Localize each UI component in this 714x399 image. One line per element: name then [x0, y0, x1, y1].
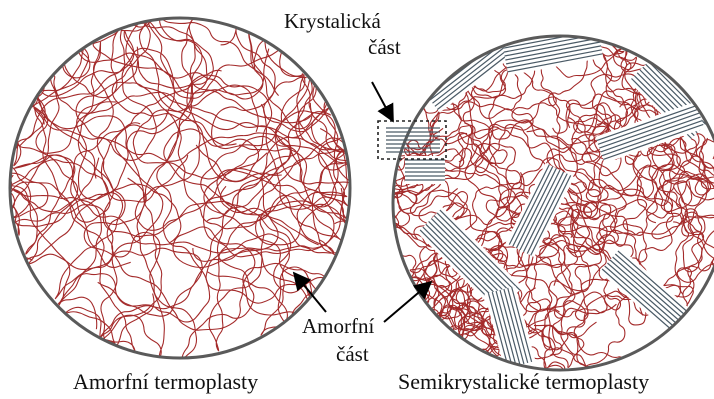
crystalline-region-lamellae: [386, 128, 440, 152]
crystalline-label-line1: Krystalická: [284, 11, 381, 32]
polymer-chain: [17, 193, 203, 346]
amorphous-label-line1: Amorfní: [302, 316, 374, 337]
caption-amorphous-thermoplastics: Amorfní termoplasty: [73, 371, 258, 393]
crystalline-label-line2: část: [368, 37, 401, 58]
caption-semicrystalline-thermoplastics: Semikrystalické termoplasty: [398, 371, 649, 393]
amorphous-label-line2: část: [336, 344, 369, 365]
polymer-chain: [84, 17, 278, 359]
crystalline-pointer-arrow: [372, 82, 393, 121]
amorphous-circle: [10, 18, 350, 358]
lamella-backing: [600, 115, 700, 150]
